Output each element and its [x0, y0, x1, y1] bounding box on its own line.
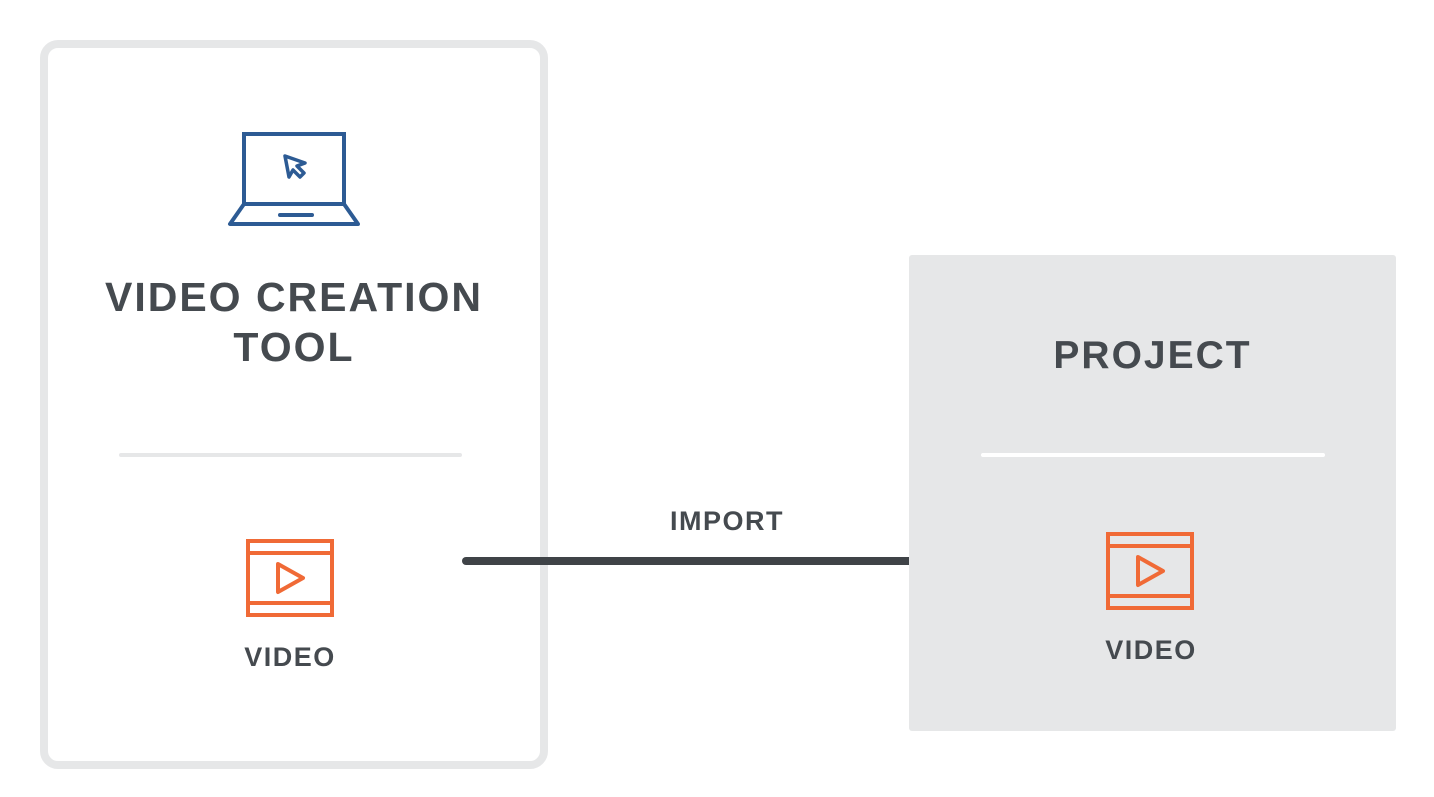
- project-title: PROJECT: [1053, 334, 1252, 377]
- video-player-icon: [1106, 532, 1194, 610]
- video-creation-tool-card: VIDEO CREATION TOOL VIDEO: [40, 40, 548, 769]
- project-card: PROJECT VIDEO: [909, 255, 1396, 731]
- tool-title-line1: VIDEO CREATION: [104, 274, 484, 320]
- project-video-label: VIDEO: [1105, 635, 1197, 665]
- tool-video-label: VIDEO: [244, 642, 336, 672]
- project-divider: [981, 453, 1325, 457]
- tool-divider: [119, 453, 462, 457]
- laptop-cursor-icon: [228, 132, 360, 226]
- video-player-icon: [246, 539, 334, 617]
- tool-title: VIDEO CREATION TOOL: [48, 272, 540, 372]
- tool-title-line2: TOOL: [233, 324, 355, 370]
- import-label: IMPORT: [670, 506, 784, 536]
